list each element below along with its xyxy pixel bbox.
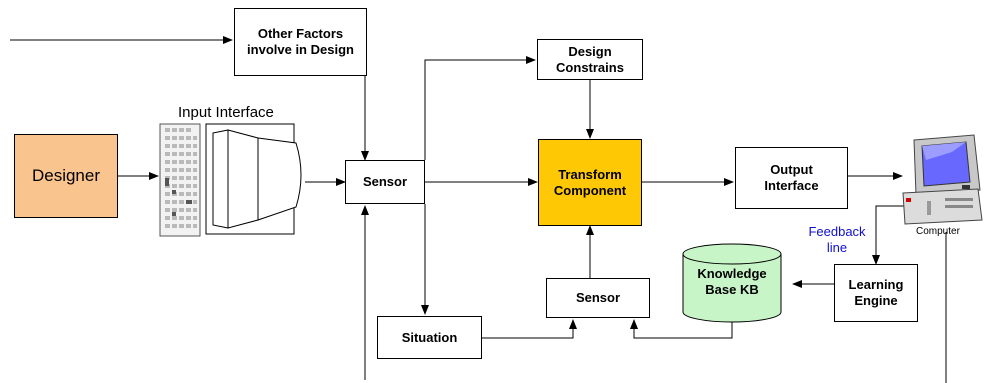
transform-component-label: Transform Component [553, 166, 627, 198]
sensor-main-box: Sensor [345, 160, 425, 204]
knowledge-base-label: Knowledge Base KB [697, 266, 767, 297]
other-factors-box: Other Factors involve in Design [234, 8, 367, 76]
design-constrains-label: Design Constrains [556, 43, 624, 75]
arrow-sensor-to-constrains [424, 56, 536, 160]
situation-label: Situation [401, 329, 458, 345]
sensor-main-label: Sensor [362, 174, 408, 189]
design-constrains-box: Design Constrains [537, 39, 643, 80]
designer-label: Designer [31, 166, 101, 185]
arrow-situation-to-sensor2 [482, 319, 577, 339]
output-interface-label: Output Interface [764, 162, 819, 193]
input-interface-icon [159, 123, 302, 237]
other-factors-label: Other Factors involve in Design [247, 26, 354, 57]
arrow-feedback-to-learning [872, 205, 905, 265]
sensor-secondary-box: Sensor [546, 278, 650, 318]
learning-engine-label: Learning Engine [848, 277, 904, 308]
input-interface-label: Input Interface [178, 104, 274, 121]
connectors [10, 36, 947, 383]
arrow-kb-to-sensor2 [630, 318, 733, 339]
knowledge-base-cylinder [682, 243, 782, 323]
designer-box: Designer [14, 134, 118, 218]
computer-label: Computer [916, 226, 960, 237]
feedback-line-label: Feedback line [808, 224, 866, 255]
computer-icon [902, 134, 983, 225]
knowledge-base-text-wrap: Knowledge Base KB [683, 266, 781, 298]
output-interface-box: Output Interface [735, 147, 848, 209]
sensor-secondary-label: Sensor [575, 290, 621, 305]
learning-engine-box: Learning Engine [834, 264, 918, 322]
situation-box: Situation [377, 316, 482, 359]
transform-component-box: Transform Component [538, 139, 642, 226]
